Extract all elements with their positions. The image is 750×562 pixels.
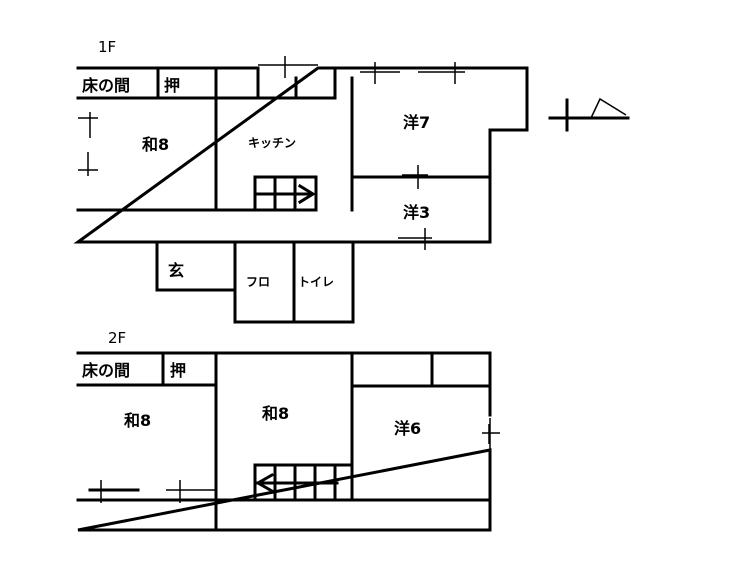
floor-2f: 2F 床の間 押 和8 和8 洋6	[76, 329, 500, 532]
room-youshitsu6: 洋6	[394, 419, 421, 438]
room-genkan: 玄	[168, 261, 184, 280]
room-washitsu-1f: 和8	[142, 135, 169, 154]
stairs-1f	[253, 175, 318, 212]
floor-1f: 1F 床の間 押 和8 キッチン 洋7 洋3	[73, 38, 630, 324]
room-washitsu-2f-center: 和8	[262, 404, 289, 423]
floor-2f-title: 2F	[108, 329, 126, 347]
room-furo: フロ	[246, 275, 270, 289]
room-washitsu-2f-left: 和8	[124, 411, 151, 430]
room-youshitsu3: 洋3	[403, 203, 430, 222]
room-tokonoma-2f: 床の間	[82, 361, 130, 380]
room-toilet: トイレ	[298, 275, 334, 289]
room-youshitsu7: 洋7	[403, 113, 430, 132]
window-marks-1f	[78, 56, 465, 250]
window-marks-2f	[88, 418, 500, 503]
room-oshiire-1f: 押	[164, 76, 180, 95]
room-oshiire-2f: 押	[170, 361, 186, 380]
room-tokonoma-1f: 床の間	[82, 76, 130, 95]
floor-1f-title: 1F	[98, 38, 116, 56]
room-kitchen: キッチン	[248, 136, 296, 150]
stairs-2f	[253, 463, 354, 502]
floor-2f-walls	[76, 351, 492, 532]
compass-icon	[548, 97, 630, 132]
